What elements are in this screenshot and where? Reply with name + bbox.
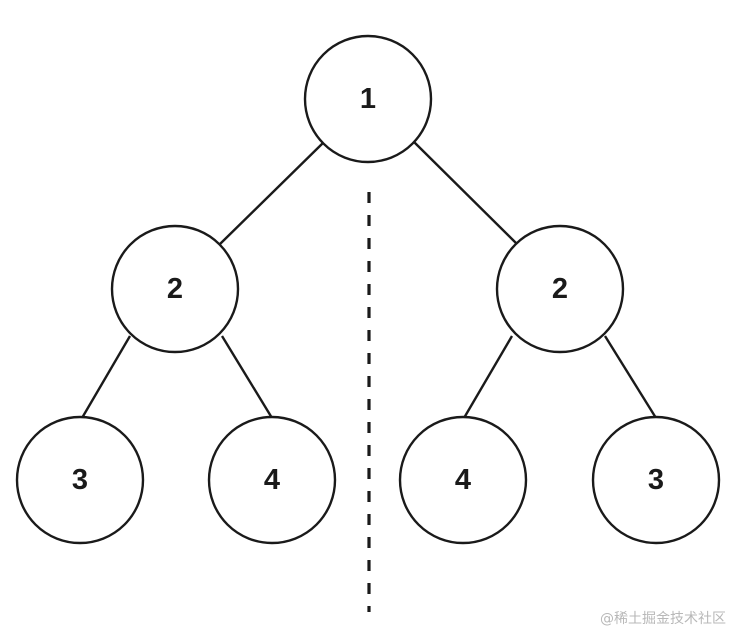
tree-node-right: 2 <box>495 224 625 354</box>
tree-node-left: 2 <box>110 224 240 354</box>
watermark: @稀土掘金技术社区 <box>600 611 726 627</box>
edge-right-right-right <box>603 335 658 419</box>
tree-node-right-left: 4 <box>398 415 528 545</box>
tree-node-left-right: 4 <box>207 415 337 545</box>
edges <box>80 140 658 419</box>
node-label: 4 <box>455 464 471 496</box>
node-label: 2 <box>167 273 183 305</box>
node-label: 3 <box>72 464 88 496</box>
edge-left-left-right <box>220 335 274 419</box>
edge-right-right-left <box>462 335 514 419</box>
node-label: 2 <box>552 273 568 305</box>
tree-node-right-right: 3 <box>591 415 721 545</box>
node-label: 4 <box>264 464 280 496</box>
tree-node-left-left: 3 <box>15 415 145 545</box>
node-label: 3 <box>648 464 664 496</box>
node-label: 1 <box>360 83 376 115</box>
tree-node-root: 1 <box>303 34 433 164</box>
edge-left-left-left <box>80 335 132 419</box>
edge-root-right <box>412 140 518 245</box>
edge-root-left <box>219 140 326 245</box>
